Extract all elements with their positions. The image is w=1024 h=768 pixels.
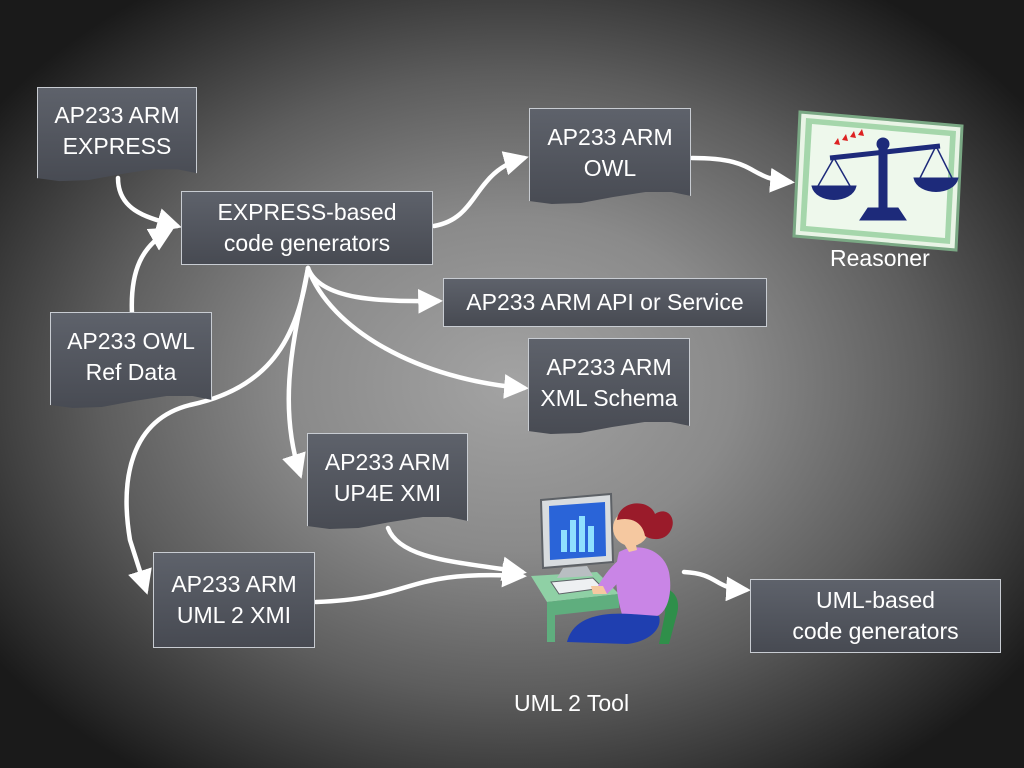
node-label: AP233 ARM bbox=[324, 448, 451, 475]
reasoner-caption: Reasoner bbox=[830, 245, 930, 271]
node-label: EXPRESS bbox=[62, 132, 172, 159]
node-label: AP233 ARM bbox=[54, 101, 180, 128]
node-uml-generators: UML-based code generators bbox=[750, 579, 1001, 653]
node-label: AP233 ARM bbox=[546, 353, 672, 380]
node-label: UML-based bbox=[816, 587, 935, 613]
node-label: XML Schema bbox=[540, 384, 678, 411]
person-at-computer-icon bbox=[531, 492, 679, 644]
node-label: Ref Data bbox=[85, 358, 177, 385]
arrow-generators-to-xml-schema bbox=[305, 265, 529, 399]
arrow-tool-to-uml-generators bbox=[681, 569, 751, 602]
arrow-up4e-to-tool bbox=[385, 525, 527, 582]
node-label: AP233 ARM API or Service bbox=[466, 289, 744, 315]
node-label: AP233 ARM bbox=[547, 123, 673, 150]
balance-scale-icon bbox=[792, 110, 964, 252]
node-arm-up4e-xmi: AP233 ARM UP4E XMI bbox=[307, 433, 468, 529]
node-arm-xml-schema: AP233 ARM XML Schema bbox=[528, 338, 690, 434]
node-label: AP233 ARM bbox=[171, 571, 297, 597]
node-label: code generators bbox=[223, 230, 391, 256]
arrow-generators-to-up4e bbox=[282, 265, 311, 479]
node-arm-uml2-xmi: AP233 ARM UML 2 XMI bbox=[153, 552, 315, 648]
node-owl-ref-data: AP233 OWL Ref Data bbox=[50, 312, 212, 408]
arrow-generators-to-owl bbox=[431, 151, 529, 229]
arrow-owl-to-reasoner bbox=[689, 155, 795, 193]
node-label: OWL bbox=[583, 154, 637, 181]
arrow-uml2xmi-to-tool bbox=[313, 562, 527, 605]
arrow-owlref-to-generators bbox=[129, 227, 175, 317]
node-express-generators: EXPRESS-based code generators bbox=[181, 191, 433, 265]
node-label: UP4E XMI bbox=[333, 479, 442, 506]
node-label: code generators bbox=[792, 618, 959, 644]
arrow-generators-to-uml2xmi bbox=[124, 265, 311, 595]
arrow-generators-to-api bbox=[305, 265, 443, 314]
node-arm-api: AP233 ARM API or Service bbox=[443, 278, 767, 327]
node-label: EXPRESS-based bbox=[217, 199, 397, 225]
node-label: AP233 OWL bbox=[67, 327, 195, 354]
uml-tool-caption: UML 2 Tool bbox=[514, 690, 630, 716]
node-label: UML 2 XMI bbox=[176, 602, 292, 628]
node-arm-express: AP233 ARM EXPRESS bbox=[37, 87, 197, 182]
arrow-express-to-generators bbox=[115, 175, 182, 233]
node-arm-owl: AP233 ARM OWL bbox=[529, 108, 691, 204]
